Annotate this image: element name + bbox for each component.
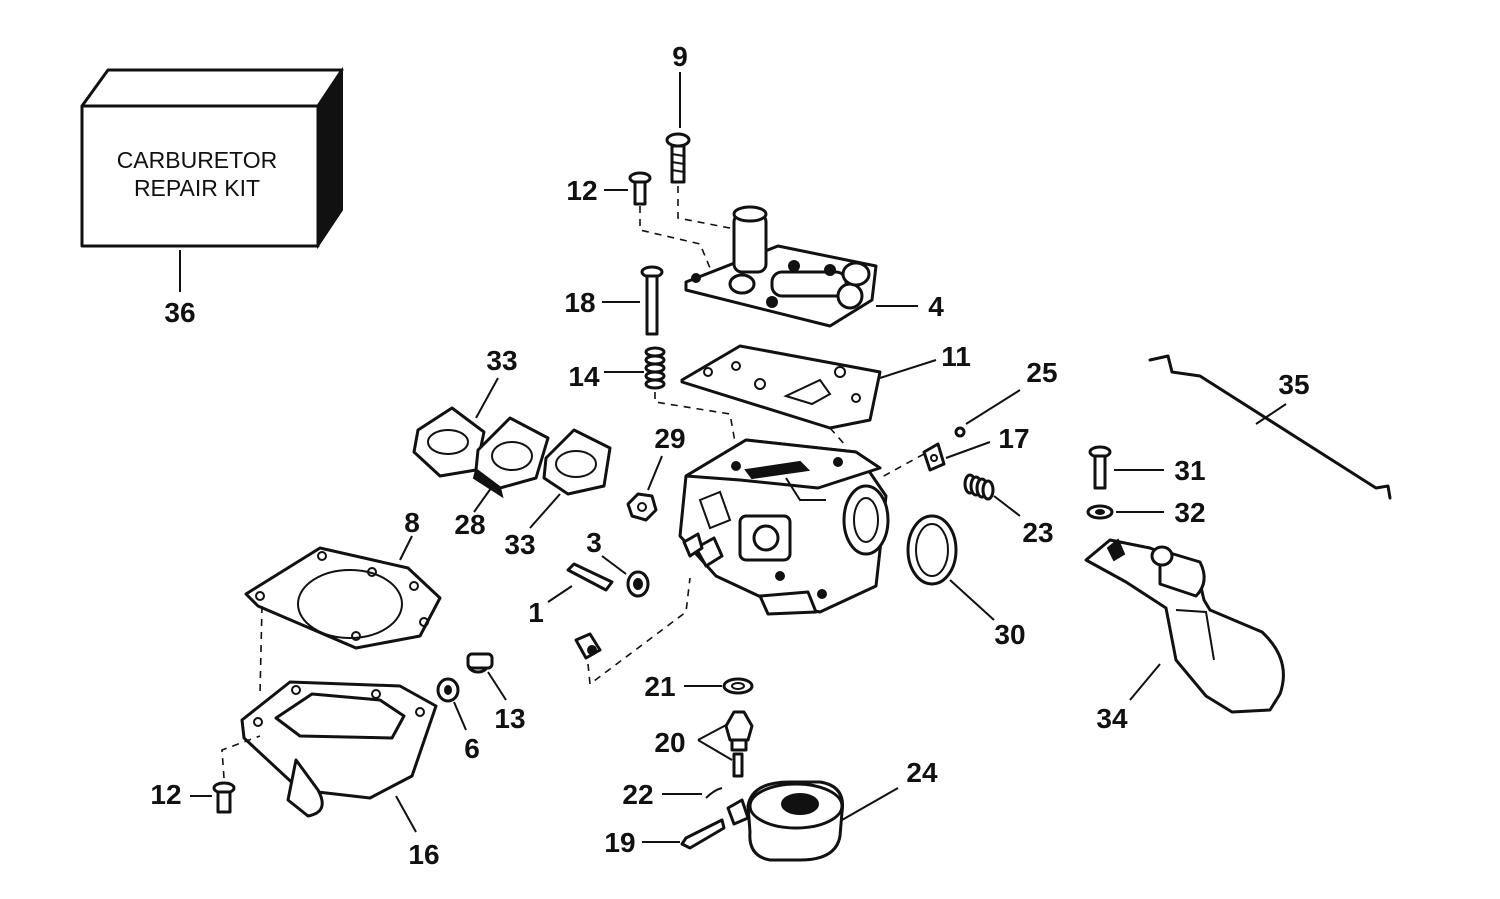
callout-6: 6	[464, 733, 480, 764]
part-34-silencer	[1084, 538, 1285, 714]
callout-18: 18	[564, 287, 595, 318]
callout-30: 30	[994, 619, 1025, 650]
part-11-gasket	[680, 344, 937, 447]
callout-1: 1	[528, 597, 544, 628]
callout-17: 17	[998, 423, 1029, 454]
carburetor-repair-kit-box: CARBURETOR REPAIR KIT	[80, 66, 344, 292]
part-19-pin	[642, 818, 726, 850]
part-33-gasket-right	[529, 428, 612, 529]
part-1-pin	[547, 562, 614, 603]
part-30-o-ring	[906, 514, 995, 621]
callout-29: 29	[654, 423, 685, 454]
callout-33-right: 33	[504, 529, 535, 560]
callout-13: 13	[494, 703, 525, 734]
part-16-float-bowl	[240, 605, 438, 833]
callout-23: 23	[1022, 517, 1053, 548]
part-22-clip	[662, 787, 723, 799]
part-21-washer	[684, 677, 754, 695]
part-6-washer	[436, 677, 467, 731]
part-12-screw-lower	[190, 735, 261, 814]
part-9-screw	[665, 72, 741, 231]
callout-14: 14	[568, 361, 600, 392]
part-24-float	[726, 780, 899, 862]
carburetor-body	[678, 438, 890, 616]
callout-12-upper: 12	[566, 175, 597, 206]
kit-label-line2: REPAIR KIT	[134, 175, 260, 201]
callout-11: 11	[941, 341, 971, 372]
part-12-screw-upper	[604, 171, 711, 269]
float-needle-fitting	[574, 577, 691, 686]
part-31-screw	[1088, 445, 1164, 490]
part-3-washer	[601, 555, 650, 598]
callout-3: 3	[586, 527, 602, 558]
callout-33-left: 33	[486, 345, 517, 376]
callout-20: 20	[654, 727, 685, 758]
part-4-cover	[684, 205, 918, 328]
callout-16: 16	[408, 839, 439, 870]
kit-label-line1: CARBURETOR	[117, 147, 278, 173]
part-32-washer	[1086, 504, 1164, 520]
part-20-needle-seat	[697, 710, 754, 778]
callout-36: 36	[164, 297, 195, 328]
callout-28: 28	[454, 509, 485, 540]
callout-22: 22	[622, 779, 653, 810]
callout-21: 21	[644, 671, 675, 702]
callout-34: 34	[1096, 703, 1128, 734]
callout-31: 31	[1174, 455, 1205, 486]
part-23-spring	[963, 473, 1021, 517]
callout-8: 8	[404, 507, 420, 538]
callout-24: 24	[906, 757, 938, 788]
part-35-link-rod	[1148, 354, 1392, 500]
part-17-clip	[879, 441, 991, 479]
callout-19: 19	[604, 827, 635, 858]
part-28-spacer	[472, 416, 550, 513]
part-8-gasket	[244, 535, 442, 650]
part-29-nut	[626, 455, 663, 522]
callout-35: 35	[1278, 369, 1309, 400]
callout-9: 9	[672, 41, 688, 72]
part-13-plug	[466, 652, 507, 701]
callout-12-lower: 12	[150, 779, 181, 810]
callout-32: 32	[1174, 497, 1205, 528]
callout-4: 4	[928, 291, 944, 322]
part-33-gasket-left	[412, 377, 499, 478]
part-18-screw	[602, 265, 664, 336]
part-25-screw	[954, 389, 1021, 438]
callout-25: 25	[1026, 357, 1057, 388]
part-14-spring	[604, 346, 737, 449]
callout-labels: 36 9 12 4 18 33 14 11 25 35 29 17 31 32 …	[150, 41, 1309, 870]
